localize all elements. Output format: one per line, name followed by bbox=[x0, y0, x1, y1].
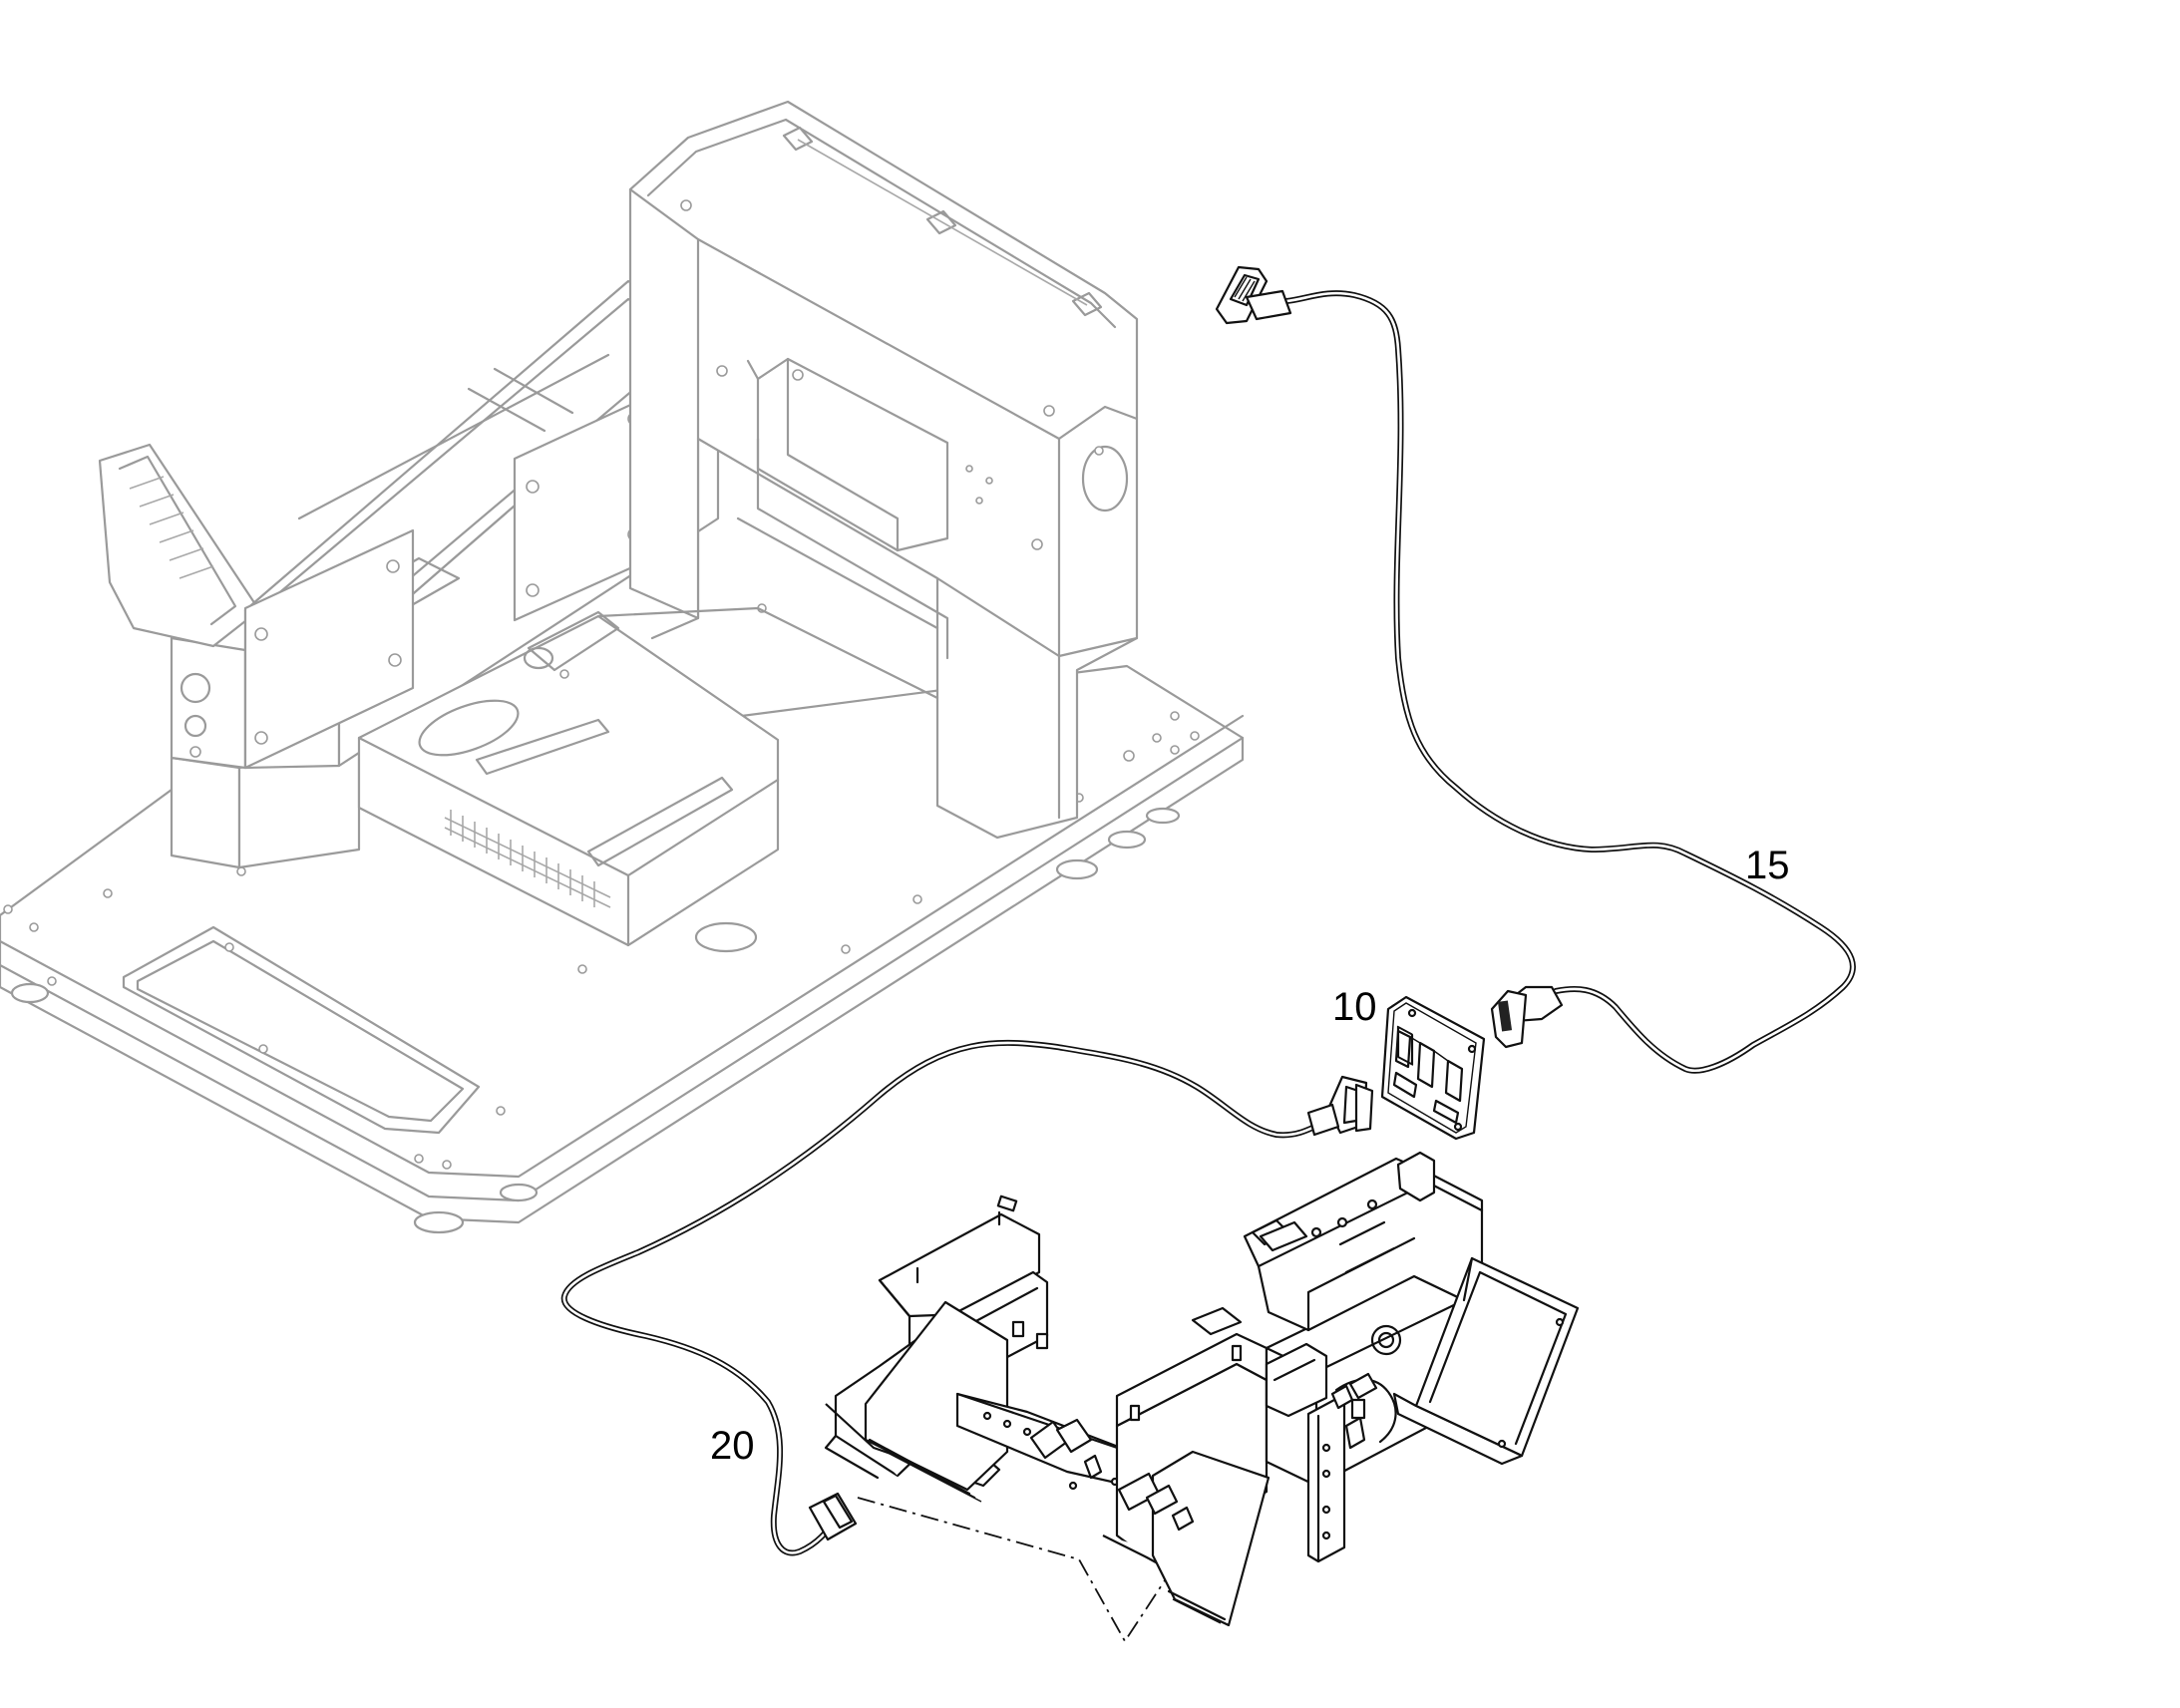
main-assembly-ghosted bbox=[0, 100, 1245, 1234]
cable-15-bottom-connector bbox=[1490, 985, 1564, 1049]
right-tower bbox=[628, 100, 1139, 840]
cable-20-bottom-connector bbox=[808, 1492, 858, 1541]
cable-15-top-connector bbox=[1215, 265, 1292, 325]
cable-20-top-connector bbox=[1306, 1075, 1374, 1137]
middle-card-module bbox=[1102, 1306, 1271, 1627]
callout-item-15: 15 bbox=[1745, 844, 1790, 887]
callout-item-10: 10 bbox=[1332, 985, 1377, 1029]
card-cage-assembly bbox=[824, 1151, 1580, 1627]
left-column bbox=[170, 636, 361, 869]
left-card-module bbox=[824, 1300, 1009, 1503]
right-cage-frame bbox=[1243, 1151, 1484, 1563]
alignment-leader-line bbox=[857, 1497, 1168, 1643]
callout-item-20: 20 bbox=[710, 1424, 755, 1468]
cable-item-15 bbox=[1215, 265, 1856, 1074]
bracket-plate-item-10 bbox=[1380, 995, 1486, 1141]
power-supply-box bbox=[357, 603, 939, 947]
right-tilted-card bbox=[1392, 1256, 1580, 1466]
tilted-vent-panel bbox=[98, 443, 261, 648]
cable-item-20 bbox=[560, 1039, 1374, 1643]
